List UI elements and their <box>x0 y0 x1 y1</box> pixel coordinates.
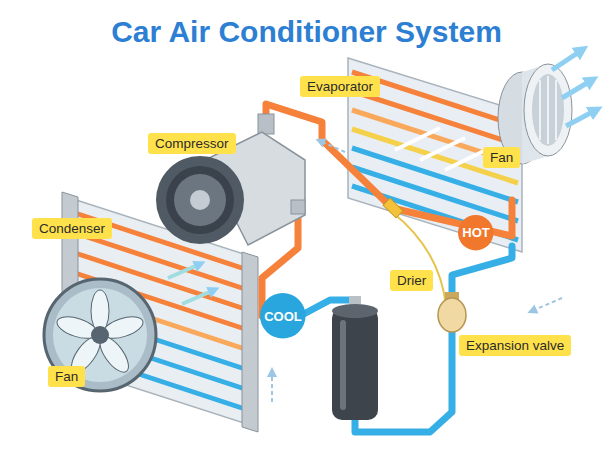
airflow-arrow <box>168 264 200 278</box>
compressor-fitting <box>258 114 274 134</box>
circle-fill <box>458 215 493 250</box>
airflow-arrow <box>182 290 214 304</box>
label-tag: Expansion valve <box>459 335 571 356</box>
compressor-fitting <box>291 200 305 214</box>
tag-text: Fan <box>490 150 513 165</box>
cold-air-arrow <box>562 80 592 98</box>
capillary-line <box>392 212 446 306</box>
flow-arrow <box>532 298 562 311</box>
blower-core <box>532 74 564 146</box>
blower-vane <box>555 80 557 140</box>
evaporator-fin <box>395 128 440 150</box>
diagram-title: Car Air Conditioner System <box>0 14 613 50</box>
label-tag: Drier <box>390 270 433 291</box>
tag-text: Condenser <box>39 221 105 236</box>
compressor-clutch <box>174 174 226 226</box>
drier-body <box>332 308 378 420</box>
condenser-bracket <box>242 252 258 432</box>
blower-vane <box>547 76 549 144</box>
tag-text: Expansion valve <box>466 338 564 353</box>
flow-arrow <box>320 141 345 152</box>
compressor-pulley <box>156 156 244 244</box>
compressor-hub <box>190 190 210 210</box>
label-tag: Compressor <box>148 133 236 154</box>
cold-air-arrow <box>552 50 582 70</box>
evaporator-fin <box>420 138 465 160</box>
pipe-coupling <box>383 198 403 218</box>
fan-hub <box>91 326 109 344</box>
valve-body <box>438 298 466 332</box>
circle-text: HOT <box>462 225 489 240</box>
blower-front <box>524 64 572 156</box>
fan-blade <box>91 290 109 332</box>
condenser-fan <box>44 279 156 391</box>
tag-text: Compressor <box>155 136 229 151</box>
tag-text: Evaporator <box>307 79 373 94</box>
blower-vane <box>539 80 541 140</box>
label-tag: Condenser <box>32 218 112 239</box>
label-tag: Fan <box>483 147 520 168</box>
circle-text: COOL <box>264 309 302 324</box>
flow-arrow <box>271 372 273 402</box>
tag-text: Fan <box>55 369 78 384</box>
drier-highlight <box>340 320 346 410</box>
drier-cap <box>332 304 378 318</box>
circle-fill <box>260 293 306 339</box>
expansion-valve-unit <box>438 292 466 332</box>
label-tag: Fan <box>48 366 85 387</box>
cool-pipe <box>452 246 512 298</box>
label-tag: Evaporator <box>300 76 380 97</box>
cold-air-arrow <box>566 110 596 126</box>
status-circle: COOL <box>259 292 307 340</box>
compressor-clutch <box>166 166 234 234</box>
drier-unit <box>332 296 378 420</box>
status-circle: HOT <box>457 214 494 251</box>
tag-text: Drier <box>397 273 426 288</box>
fan-ring <box>44 279 156 391</box>
